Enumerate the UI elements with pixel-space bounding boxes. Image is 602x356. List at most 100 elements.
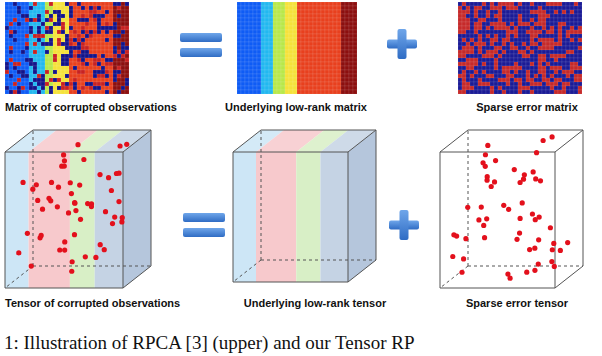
- matrix-cell: [5, 78, 9, 82]
- matrix-cell: [289, 42, 293, 46]
- matrix-cell: [325, 82, 329, 86]
- matrix-cell: [542, 14, 546, 18]
- matrix-cell: [249, 58, 253, 62]
- matrix-cell: [69, 34, 73, 38]
- matrix-cell: [33, 10, 37, 14]
- matrix-cell: [494, 30, 498, 34]
- matrix-cell: [494, 74, 498, 78]
- matrix-cell: [554, 10, 558, 14]
- matrix-cell: [25, 42, 29, 46]
- matrix-cell: [526, 54, 530, 58]
- matrix-cell: [309, 66, 313, 70]
- matrix-cell: [297, 54, 301, 58]
- matrix-cell: [17, 54, 21, 58]
- matrix-cell: [297, 62, 301, 66]
- matrix-cell: [506, 22, 510, 26]
- matrix-cell: [502, 78, 506, 82]
- matrix-cell: [121, 86, 125, 90]
- matrix-cell: [309, 34, 313, 38]
- matrix-cell: [77, 46, 81, 50]
- matrix-cell: [554, 62, 558, 66]
- matrix-cell: [321, 70, 325, 74]
- matrix-cell: [293, 2, 297, 6]
- matrix-cell: [462, 74, 466, 78]
- matrix-cell: [289, 70, 293, 74]
- matrix-cell: [462, 10, 466, 14]
- matrix-cell: [41, 46, 45, 50]
- matrix-cell: [554, 90, 558, 94]
- matrix-cell: [289, 14, 293, 18]
- matrix-cell: [482, 2, 486, 6]
- matrix-cell: [117, 78, 121, 82]
- matrix-cell: [526, 62, 530, 66]
- matrix-cell: [349, 6, 353, 10]
- matrix-cell: [534, 14, 538, 18]
- matrix-cell: [117, 2, 121, 6]
- matrix-cell: [313, 6, 317, 10]
- matrix-cell: [21, 86, 25, 90]
- matrix-cell: [558, 6, 562, 10]
- matrix-cell: [41, 26, 45, 30]
- matrix-cell: [85, 6, 89, 10]
- matrix-cell: [117, 50, 121, 54]
- matrix-cell: [57, 70, 61, 74]
- matrix-cell: [345, 2, 349, 6]
- matrix-cell: [301, 90, 305, 94]
- matrix-cell: [253, 46, 257, 50]
- matrix-cell: [61, 90, 65, 94]
- matrix-cell: [101, 42, 105, 46]
- matrix-cell: [269, 38, 273, 42]
- matrix-cell: [317, 46, 321, 50]
- matrix-cell: [289, 58, 293, 62]
- matrix-cell: [325, 70, 329, 74]
- matrix-cell: [325, 30, 329, 34]
- matrix-cell: [25, 6, 29, 10]
- matrix-cell: [5, 74, 9, 78]
- matrix-cell: [313, 34, 317, 38]
- matrix-cell: [514, 22, 518, 26]
- matrix-cell: [345, 22, 349, 26]
- matrix-cell: [109, 78, 113, 82]
- matrix-cell: [109, 82, 113, 86]
- matrix-cell: [57, 26, 61, 30]
- matrix-cell: [273, 26, 277, 30]
- matrix-cell: [554, 50, 558, 54]
- matrix-cell: [237, 50, 241, 54]
- matrix-cell: [89, 26, 93, 30]
- matrix-cell: [17, 22, 21, 26]
- matrix-cell: [241, 70, 245, 74]
- matrix-cell: [121, 42, 125, 46]
- matrix-cell: [345, 18, 349, 22]
- matrix-cell: [285, 90, 289, 94]
- matrix-cell: [518, 34, 522, 38]
- matrix-cell: [69, 42, 73, 46]
- matrix-cell: [273, 18, 277, 22]
- matrix-cell: [341, 74, 345, 78]
- matrix-cell: [269, 10, 273, 14]
- matrix-cell: [474, 18, 478, 22]
- matrix-cell: [237, 66, 241, 70]
- matrix-cell: [25, 62, 29, 66]
- matrix-cell: [41, 54, 45, 58]
- matrix-cell: [289, 38, 293, 42]
- matrix-cell: [293, 26, 297, 30]
- matrix-cell: [313, 90, 317, 94]
- matrix-cell: [5, 90, 9, 94]
- matrix-cell: [309, 86, 313, 90]
- matrix-cell: [341, 62, 345, 66]
- matrix-cell: [49, 54, 53, 58]
- matrix-cell: [526, 22, 530, 26]
- matrix-cell: [29, 38, 33, 42]
- matrix-cell: [329, 46, 333, 50]
- matrix-cell: [277, 50, 281, 54]
- matrix-cell: [289, 34, 293, 38]
- matrix-cell: [297, 70, 301, 74]
- matrix-cell: [37, 54, 41, 58]
- matrix-cell: [325, 86, 329, 90]
- matrix-cell: [522, 70, 526, 74]
- matrix-cell: [13, 86, 17, 90]
- matrix-cell: [502, 34, 506, 38]
- matrix-cell: [249, 86, 253, 90]
- matrix-cell: [466, 22, 470, 26]
- matrix-cell: [89, 70, 93, 74]
